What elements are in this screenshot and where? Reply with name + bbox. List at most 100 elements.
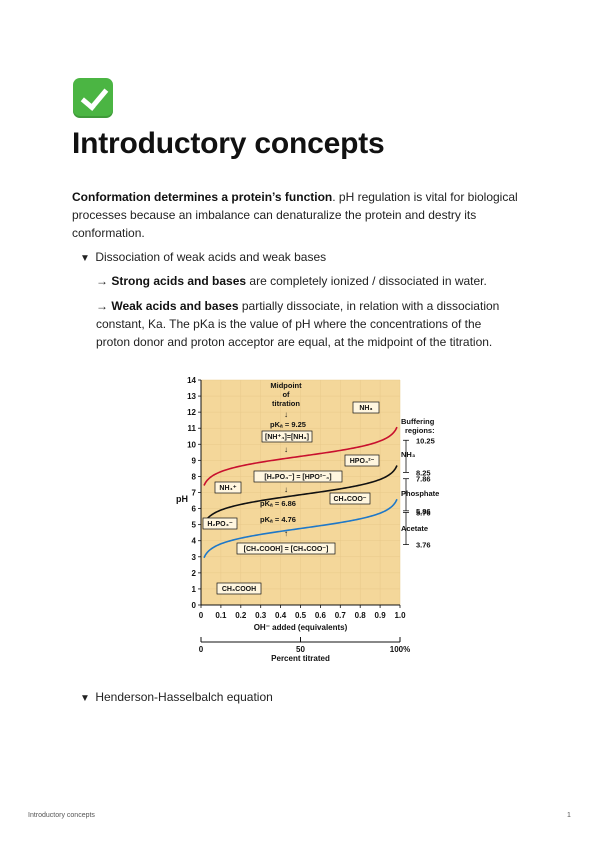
bullet-weak-acids: → Weak acids and bases partially dissoci…	[96, 297, 516, 351]
x-axis-label: OH⁻ added (equivalents)	[254, 623, 348, 632]
y-tick-label: 12	[187, 408, 196, 417]
x-tick-label: 0.5	[295, 611, 307, 620]
midpoint-label: of	[282, 390, 290, 399]
eq-acet-label: [CH₃COOH] = [CH₃COO⁻]	[244, 546, 329, 553]
titration-curve	[203, 426, 398, 486]
y-tick-label: 1	[192, 585, 197, 594]
x-tick-label: 0.3	[255, 611, 267, 620]
percent-tick-label: 0	[199, 645, 204, 654]
nh3-label-box	[352, 401, 380, 414]
nh4-label-box	[214, 481, 242, 494]
x-tick-label: 0.1	[215, 611, 227, 620]
toggle-label: Henderson-Hasselbalch equation	[95, 690, 273, 704]
intro-bold: Conformation determines a protein’s func…	[72, 190, 333, 204]
buffer-top-value: 7.86	[416, 475, 431, 484]
x-tick-label: 1.0	[394, 611, 406, 620]
y-tick-label: 14	[187, 376, 196, 385]
midpoint-label: titration	[272, 399, 300, 408]
buffer-bottom-value: 3.76	[416, 541, 431, 550]
x-tick-label: 0.7	[335, 611, 347, 620]
footer-page-number: 1	[567, 812, 571, 819]
y-tick-label: 13	[187, 392, 196, 401]
buffer-top-value: 5.76	[416, 508, 431, 517]
down-arrow: ↓	[284, 445, 288, 454]
arrow-icon: →	[96, 274, 112, 288]
page-title: Introductory concepts	[72, 127, 385, 160]
up-arrow: ↑	[284, 529, 288, 538]
ch3coo-label-box	[329, 492, 371, 505]
percent-axis-label: Percent titrated	[271, 654, 330, 663]
intro-paragraph: Conformation determines a protein’s func…	[72, 188, 532, 242]
buffer-bottom-value: 8.25	[416, 468, 431, 477]
y-axis-label: pH	[176, 494, 188, 504]
nh4-label: NH₄⁺	[219, 485, 236, 492]
toggle-triangle-icon[interactable]: ▼	[80, 253, 90, 264]
midpoint-label: Midpoint	[270, 381, 302, 390]
y-tick-label: 4	[192, 537, 197, 546]
bullet-text: partially dissociate, in relation with a…	[96, 299, 500, 349]
buffering-regions: Bufferingregions:10.25NH₃8.257.86Phospha…	[401, 417, 439, 550]
toggle-triangle-icon[interactable]: ▼	[80, 693, 90, 704]
y-tick-label: 10	[187, 440, 196, 449]
bullet-strong-acids: → Strong acids and bases are completely …	[96, 272, 516, 290]
x-tick-label: 0.6	[315, 611, 327, 620]
buffer-nh3-label: NH₃	[401, 450, 416, 459]
buffer-top-value: 10.25	[416, 436, 435, 445]
y-tick-label: 0	[192, 601, 197, 610]
down-arrow: ↓	[284, 485, 288, 494]
y-tick-label: 11	[188, 424, 197, 433]
eq-nh4-label-box	[261, 430, 313, 443]
eq-acet-label-box	[236, 542, 336, 555]
ch3coo-label: CH₃COO⁻	[334, 496, 367, 503]
pka-acet-label: pKₐ = 4.76	[260, 515, 296, 524]
buffer-acetate-label: Acetate	[401, 524, 428, 533]
percent-tick-label: 100%	[390, 645, 410, 654]
pka-nh4-label: pKₐ = 9.25	[270, 420, 306, 429]
footer-title: Introductory concepts	[28, 812, 95, 819]
titration-curve	[203, 498, 398, 559]
ch3cooh-label: CH₃COOH	[222, 586, 256, 593]
plot-curves	[203, 426, 398, 559]
h2po4-label-box	[202, 517, 238, 530]
percent-tick-label: 50	[296, 645, 305, 654]
y-tick-label: 3	[192, 553, 197, 562]
eq-nh4-label: [NH⁺₄]=[NH₃]	[265, 434, 309, 441]
nh3-label: NH₃	[359, 405, 372, 412]
y-tick-label: 6	[192, 505, 197, 514]
bullet-text: are completely ionized / dissociated in …	[246, 274, 487, 288]
titration-curve	[203, 465, 398, 525]
x-tick-label: 0	[199, 611, 204, 620]
eq-phos-label: [H₂PO₄⁻] = [HPO²⁻₄]	[264, 474, 331, 481]
y-tick-label: 7	[192, 489, 197, 498]
x-tick-label: 0.4	[275, 611, 287, 620]
buffering-title: regions:	[405, 426, 435, 435]
buffer-phosphate-label: Phosphate	[401, 489, 439, 498]
bullet-bold: Weak acids and bases	[111, 299, 239, 313]
toggle-henderson[interactable]: ▼ Henderson-Hasselbalch equation	[80, 688, 273, 708]
x-tick-label: 0.9	[375, 611, 387, 620]
toggle-dissociation[interactable]: ▼ Dissociation of weak acids and weak ba…	[80, 248, 326, 268]
buffering-title: Buffering	[401, 417, 435, 426]
bullet-bold: Strong acids and bases	[111, 274, 247, 288]
intro-text: . pH regulation is vital for biological …	[72, 190, 518, 240]
x-tick-label: 0.8	[355, 611, 367, 620]
eq-phos-label-box	[253, 470, 343, 483]
y-tick-label: 5	[192, 521, 197, 530]
pka-phos-label: pKₐ = 6.86	[260, 499, 296, 508]
arrow-icon: →	[96, 299, 112, 313]
y-tick-label: 2	[192, 569, 197, 578]
ch3cooh-label-box	[216, 582, 262, 595]
y-tick-label: 9	[192, 456, 197, 465]
hpo4-label-box	[344, 454, 380, 467]
x-tick-label: 0.2	[235, 611, 247, 620]
down-arrow: ↓	[284, 410, 288, 419]
buffer-bottom-value: 5.86	[416, 507, 431, 516]
white-check-mark-icon	[73, 78, 113, 118]
h2po4-label: H₂PO₄⁻	[207, 521, 233, 528]
hpo4-label: HPO₄²⁻	[350, 458, 375, 465]
